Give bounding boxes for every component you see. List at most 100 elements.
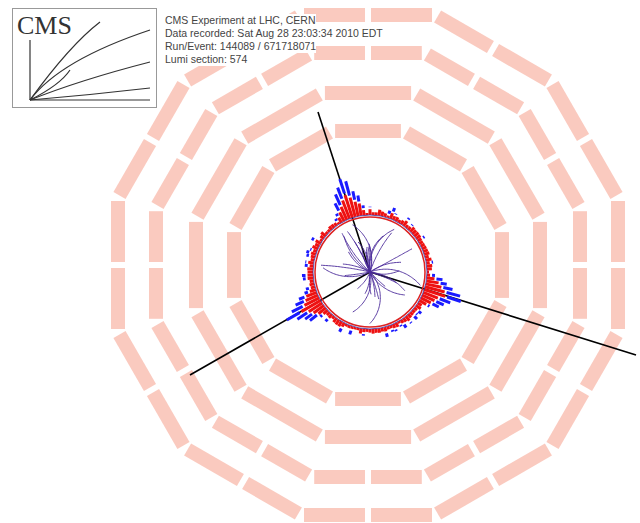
muon-chamber bbox=[149, 268, 163, 319]
muon-chamber bbox=[371, 46, 422, 60]
ecal-tower bbox=[426, 281, 438, 283]
muon-chamber bbox=[269, 126, 333, 171]
event-info: CMS Experiment at LHC, CERN bbox=[165, 14, 316, 27]
ecal-tower bbox=[414, 308, 417, 310]
ecal-tower bbox=[307, 267, 313, 270]
track bbox=[348, 232, 371, 273]
ecal-tower bbox=[393, 216, 395, 220]
hcal-tower bbox=[287, 313, 300, 320]
muon-chamber bbox=[314, 46, 365, 60]
ecal-tower bbox=[410, 312, 413, 315]
ecal-tower bbox=[390, 213, 392, 219]
hcal-tower bbox=[350, 331, 351, 335]
hcal-tower bbox=[362, 334, 365, 336]
ecal-tower bbox=[401, 221, 403, 225]
ecal-tower bbox=[311, 253, 316, 255]
muon-chamber bbox=[229, 166, 274, 230]
ecal-tower bbox=[310, 279, 314, 283]
ecal-tower bbox=[311, 287, 315, 288]
muon-chamber bbox=[147, 389, 190, 449]
hcal-tower bbox=[312, 238, 314, 239]
ecal-tower bbox=[408, 314, 411, 317]
ecal-tower bbox=[385, 327, 386, 331]
hcal-tower bbox=[353, 191, 355, 200]
muon-chamber bbox=[149, 211, 163, 262]
muon-chamber bbox=[227, 232, 241, 298]
ecal-tower bbox=[404, 318, 406, 321]
muon-chambers bbox=[111, 8, 625, 522]
muon-chamber bbox=[371, 8, 432, 22]
ecal-tower bbox=[362, 210, 366, 215]
hcal-tower bbox=[306, 287, 309, 291]
ecal-tower bbox=[312, 246, 317, 248]
hcal-tower bbox=[303, 277, 306, 280]
hcal-tower bbox=[336, 219, 337, 221]
hcal-tower bbox=[346, 181, 350, 195]
hcal-tower bbox=[409, 321, 413, 325]
track bbox=[370, 271, 399, 275]
tracks bbox=[321, 225, 420, 324]
hcal-tower bbox=[302, 274, 306, 277]
muon-chamber bbox=[547, 158, 585, 209]
event-info: Data recorded: Sat Aug 28 23:03:34 2010 … bbox=[165, 27, 383, 40]
hcal-tower bbox=[299, 297, 304, 299]
ecal-tower bbox=[421, 244, 425, 246]
track bbox=[362, 250, 370, 273]
muon-chamber bbox=[492, 443, 552, 486]
muon-chamber bbox=[611, 201, 625, 262]
ecal-tower bbox=[423, 250, 428, 252]
ecal-tower bbox=[401, 320, 403, 323]
muon-chamber bbox=[335, 392, 401, 406]
muon-chamber bbox=[212, 77, 263, 115]
muon-chamber bbox=[403, 126, 467, 171]
muon-chamber bbox=[111, 201, 125, 262]
ecal-tower bbox=[374, 329, 377, 333]
ecal-tower bbox=[332, 225, 335, 228]
muon-chamber bbox=[325, 430, 411, 444]
muon-chamber bbox=[462, 300, 507, 364]
hcal-tower bbox=[305, 264, 308, 267]
hcal-tower bbox=[320, 315, 322, 316]
hcal-tower bbox=[304, 260, 308, 263]
hcal-tower bbox=[307, 253, 309, 257]
ecal-tower bbox=[427, 264, 433, 268]
hcal-tower bbox=[340, 179, 345, 193]
hcal-tower bbox=[393, 208, 394, 211]
jet-lines bbox=[190, 112, 636, 375]
muon-chamber bbox=[229, 300, 274, 364]
muon-chamber bbox=[335, 124, 401, 138]
track bbox=[369, 272, 371, 294]
muon-chamber bbox=[212, 416, 263, 454]
muon-chamber bbox=[546, 389, 589, 449]
calorimeter-towers bbox=[287, 179, 461, 337]
ecal-tower bbox=[396, 323, 398, 327]
tracker-boundary bbox=[315, 217, 425, 327]
track bbox=[323, 268, 370, 277]
muon-chamber bbox=[314, 470, 365, 484]
muon-chamber bbox=[371, 508, 432, 522]
ecal-tower bbox=[418, 303, 422, 305]
track bbox=[370, 269, 420, 285]
track bbox=[370, 272, 405, 291]
hcal-tower bbox=[414, 316, 417, 319]
ecal-tower bbox=[362, 329, 365, 332]
ecal-boundary bbox=[313, 215, 427, 329]
event-info: Lumi section: 574 bbox=[165, 53, 247, 66]
ecal-tower bbox=[388, 326, 389, 329]
muon-chamber bbox=[492, 44, 552, 87]
ecal-tower bbox=[327, 312, 330, 315]
ecal-tower bbox=[406, 225, 408, 228]
ecal-tower bbox=[308, 273, 314, 276]
ecal-tower bbox=[371, 329, 374, 334]
hcal-tower bbox=[436, 302, 443, 305]
muon-chamber bbox=[611, 268, 625, 329]
hcal-tower bbox=[432, 274, 435, 277]
track bbox=[353, 272, 371, 312]
ecal-tower bbox=[320, 236, 323, 238]
muon-chamber bbox=[189, 222, 203, 308]
muon-chamber bbox=[371, 470, 422, 484]
ecal-tower bbox=[365, 329, 368, 332]
ecal-tower bbox=[424, 253, 429, 255]
track bbox=[353, 225, 372, 272]
muon-chamber bbox=[495, 232, 509, 298]
